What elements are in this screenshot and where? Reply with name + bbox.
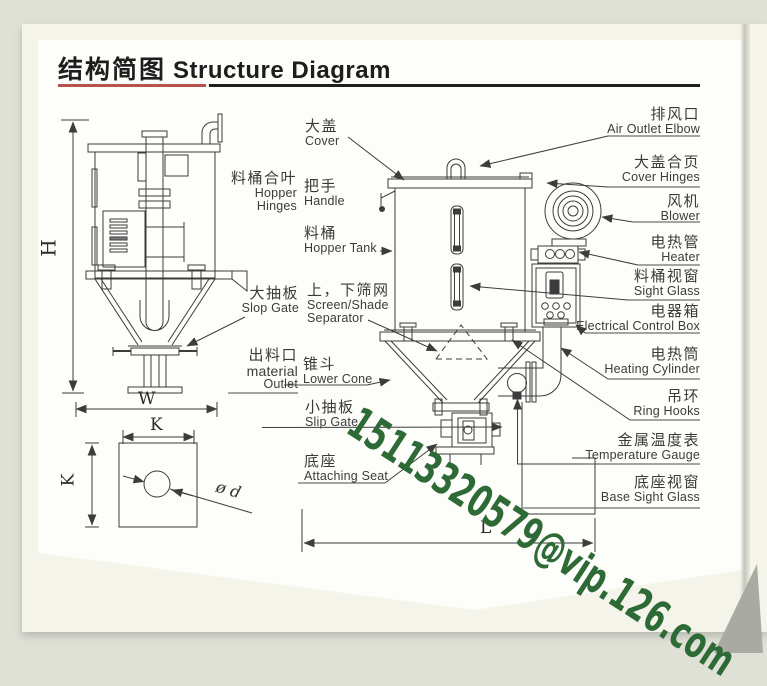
base-top-view [85, 430, 253, 528]
label-slop-gate: 大抽板 Slop Gate [241, 285, 299, 315]
dimension-H: H [36, 239, 61, 257]
label-base-sight-glass: 底座视窗 Base Sight Glass [600, 474, 700, 504]
label-heater: 电热管 Heater [650, 234, 700, 264]
center-front-view [301, 158, 602, 552]
leader-lines [186, 135, 639, 484]
label-temperature-gauge: 金属温度表 Temperature Gauge [585, 432, 700, 462]
label-air-outlet-elbow: 排风口 Air Outlet Elbow [607, 106, 700, 136]
title-underline-black [209, 84, 700, 87]
page-curl [714, 564, 763, 653]
label-lower-cone: 锥斗 Lower Cone [303, 356, 373, 386]
label-cover-hinges: 大盖合页 Cover Hinges [621, 154, 700, 184]
page-fold-shadow [740, 24, 750, 632]
title-underline-red [58, 84, 206, 87]
label-blower: 风机 Blower [660, 193, 700, 223]
label-ring-hooks: 吊环 Ring Hooks [633, 388, 700, 418]
label-underlines [228, 135, 700, 509]
structure-diagram-drawing [61, 113, 763, 653]
label-sight-glass: 料桶视窗 Sight Glass [633, 268, 700, 298]
label-hopper-hinges: 料桶合叶 Hopper Hinges [230, 170, 297, 213]
drawing-area [38, 40, 742, 610]
dimension-K-top: K [150, 415, 163, 435]
dimension-L: L [480, 518, 492, 538]
label-material-outlet: 出料口 material Outlet [246, 347, 298, 392]
left-side-view [61, 113, 248, 417]
label-cover: 大盖 Cover [305, 118, 340, 148]
label-handle: 把手 Handle [304, 178, 345, 208]
title-en: Structure Diagram [173, 57, 391, 84]
label-separator: 上，下筛网 Screen/Shade Separator [307, 282, 390, 325]
label-heating-cylinder: 电热筒 Heating Cylinder [604, 346, 700, 376]
dimension-W: W [138, 389, 156, 409]
label-electrical-control-box: 电器箱 Electrical Control Box [576, 303, 700, 333]
title-zh: 结构简图 [58, 56, 167, 84]
label-hopper-tank: 料桶 Hopper Tank [304, 225, 377, 255]
dimension-K-side: K [58, 473, 79, 487]
label-slip-gate: 小抽板 Slip Gate [305, 399, 359, 429]
label-attaching-seat: 底座 Attaching Seat [304, 453, 389, 483]
